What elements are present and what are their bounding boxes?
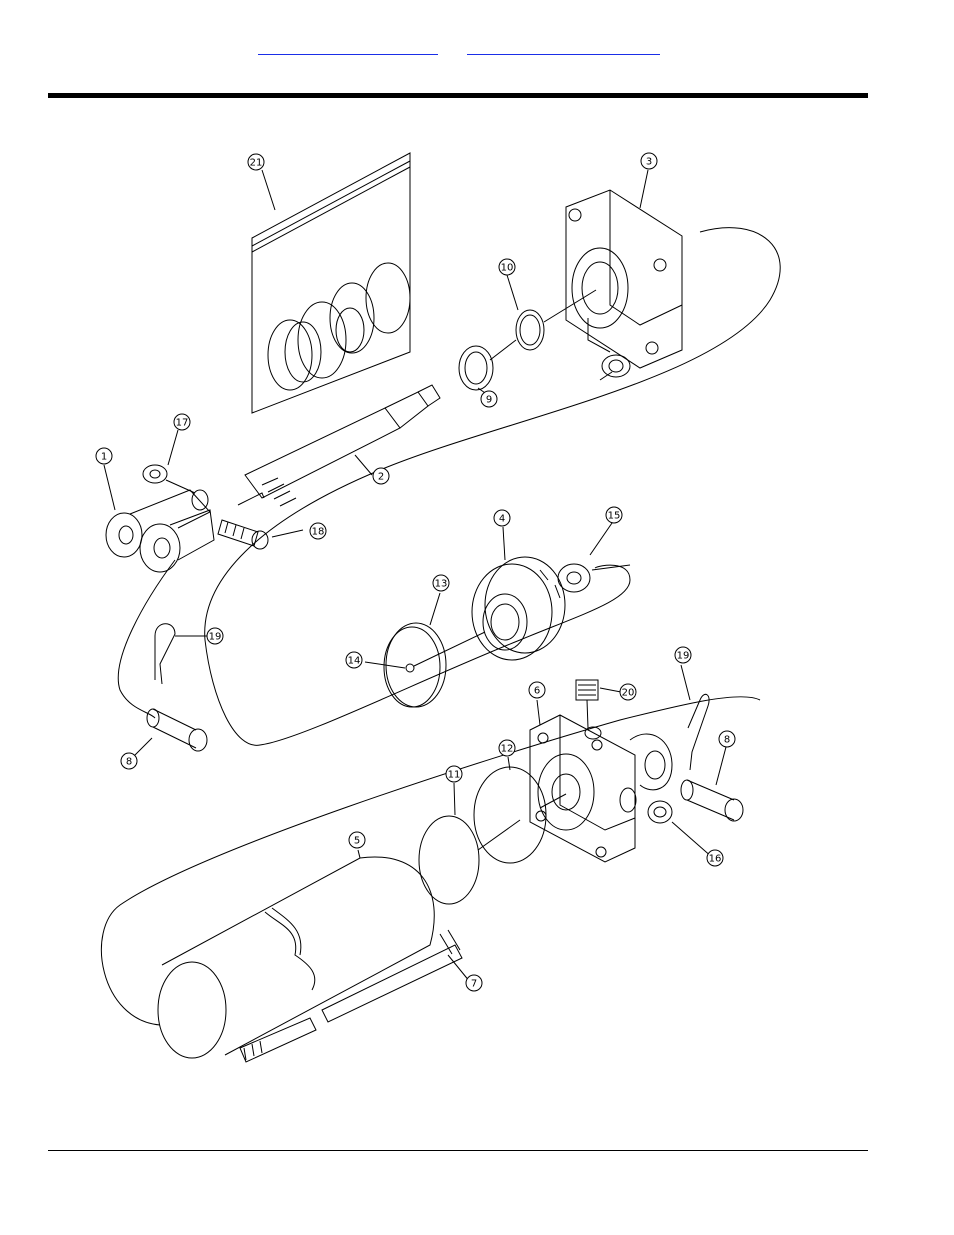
- clevis: [106, 490, 214, 572]
- assembly-loop-lower: [101, 697, 760, 1025]
- head-block: [566, 190, 682, 368]
- callout-label: 13: [435, 579, 448, 590]
- callout-c21: 21: [248, 154, 264, 170]
- callout-c15: 15: [606, 507, 622, 523]
- callout-label: 6: [534, 686, 540, 697]
- piston: [472, 557, 565, 660]
- callout-c7: 7: [466, 975, 482, 991]
- piston-nut: [558, 564, 590, 592]
- callout-c12: 12: [499, 740, 515, 756]
- callout-label: 11: [448, 770, 461, 781]
- header-link-1[interactable]: [258, 38, 438, 55]
- clevis-pin-left: [147, 709, 207, 751]
- bottom-rule: [48, 1150, 868, 1151]
- clevis-loop: [118, 560, 175, 718]
- piston-rod: [238, 385, 440, 506]
- backup-ring: [474, 767, 546, 863]
- base-nut: [648, 801, 672, 823]
- callout-label: 5: [354, 836, 360, 847]
- tie-rod: [240, 930, 462, 1062]
- callout-label: 14: [348, 656, 361, 667]
- base-end-cap: [530, 715, 672, 862]
- callout-label: 2: [378, 472, 384, 483]
- callout-c10: 10: [499, 259, 515, 275]
- callout-label: 17: [176, 418, 189, 429]
- seal-kit-bag: [252, 153, 410, 413]
- callout-c8a: 8: [121, 753, 137, 769]
- callout-label: 15: [608, 511, 621, 522]
- callout-c9: 9: [481, 391, 497, 407]
- callout-label: 20: [622, 688, 635, 699]
- callout-c18: 18: [310, 523, 326, 539]
- callout-label: 7: [471, 979, 477, 990]
- callout-c16: 16: [707, 850, 723, 866]
- clevis-pin-right: [681, 780, 743, 821]
- callout-c19a: 19: [207, 628, 223, 644]
- callout-label: 16: [709, 854, 722, 865]
- callout-label: 10: [501, 263, 514, 274]
- callout-c4: 4: [494, 510, 510, 526]
- callout-c2: 2: [373, 468, 389, 484]
- callout-label: 21: [250, 158, 263, 169]
- hydraulic-cylinder-exploded-diagram: 21 3 10 9 17 1 2 18 4 15 13 19: [88, 142, 788, 1078]
- header-link-2[interactable]: [467, 38, 660, 55]
- rod-seal: [459, 346, 493, 390]
- callout-c14: 14: [346, 652, 362, 668]
- callout-c1: 1: [96, 448, 112, 464]
- callout-c6: 6: [529, 682, 545, 698]
- callout-label: 19: [209, 632, 222, 643]
- callout-c3: 3: [641, 153, 657, 169]
- top-rule: [48, 93, 868, 98]
- assembly-loop-upper: [205, 228, 780, 746]
- callout-c17: 17: [174, 414, 190, 430]
- callout-c5: 5: [349, 832, 365, 848]
- callout-label: 4: [499, 514, 505, 525]
- hair-pin-clip-right: [688, 694, 709, 770]
- callout-label: 8: [126, 757, 132, 768]
- pipe-plug: [576, 680, 598, 728]
- clevis-nut: [143, 465, 167, 483]
- callout-c20: 20: [620, 684, 636, 700]
- o-ring: [419, 816, 479, 904]
- callout-c11: 11: [446, 766, 462, 782]
- callout-c19b: 19: [675, 647, 691, 663]
- callout-label: 12: [501, 744, 514, 755]
- callout-c8b: 8: [719, 731, 735, 747]
- callout-label: 19: [677, 651, 690, 662]
- callout-label: 8: [724, 735, 730, 746]
- callout-c13: 13: [433, 575, 449, 591]
- clevis-bolt: [218, 520, 268, 549]
- callout-label: 3: [646, 157, 652, 168]
- wiper-ring: [516, 310, 544, 350]
- hair-pin-clip-left: [155, 624, 175, 684]
- callout-label: 9: [486, 395, 492, 406]
- cylinder-barrel: [158, 857, 434, 1058]
- callout-label: 18: [312, 527, 325, 538]
- callout-label: 1: [101, 452, 107, 463]
